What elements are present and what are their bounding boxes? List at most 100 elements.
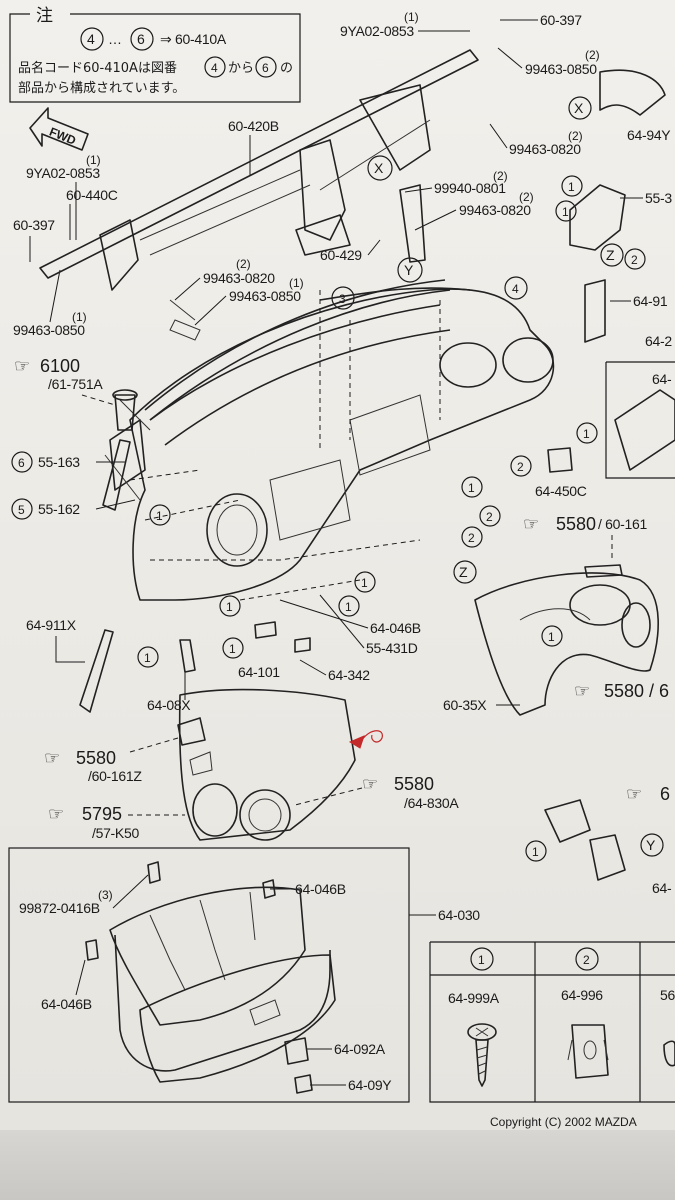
- ref-5580-a: 5580: [556, 514, 596, 534]
- table-header-1: 1: [478, 953, 485, 967]
- ref-5795: 5795: [82, 804, 122, 824]
- label-64-91: 64-91: [633, 293, 668, 309]
- callout-z-d: Z: [459, 564, 468, 580]
- label-64-lr: 64-: [652, 880, 672, 896]
- table-header-2: 2: [583, 953, 590, 967]
- qty-99463-0820-top: (2): [568, 129, 583, 143]
- meter-hood: [474, 572, 659, 716]
- label-64-046b-mid: 64-046B: [370, 620, 421, 636]
- ref-60-161: / 60-161: [598, 516, 647, 532]
- red-pen-annotation: [348, 730, 383, 749]
- label-64-small: 64-: [652, 371, 672, 387]
- ref-5580-c: 5580: [76, 748, 116, 768]
- ref-icon-5580-b: ☞: [574, 681, 590, 701]
- left-mid-labels: ☞ 6100 /61-751A 6 55-163 5 55-162: [11, 356, 136, 520]
- label-99463-0850-left: 99463-0850: [13, 322, 85, 338]
- note-ref-to: 6: [262, 61, 269, 75]
- label-64-911x: 64-911X: [26, 617, 77, 633]
- mid-labels: (2) 99940-0801 (2) 99463-0820 60-429 (2)…: [174, 155, 534, 326]
- qty-99872-0416b: (3): [98, 888, 113, 902]
- clip-icon: [567, 1024, 609, 1079]
- ref-labels-lower: ☞ 5580 /60-161Z ☞ 5580 /64-830A ☞ 5795 /…: [44, 737, 672, 896]
- label-9ya02-0853-top: 9YA02-0853: [340, 23, 414, 39]
- ref-icon-5795: ☞: [48, 804, 64, 824]
- instrument-panel-member: [39, 49, 479, 341]
- table-part-2: 64-996: [561, 987, 603, 1003]
- ref-64-830a: /64-830A: [404, 795, 459, 811]
- callout-1-ru-a: 1: [568, 180, 575, 194]
- note-ref-from: 4: [211, 61, 218, 75]
- lower-left-labels: 64-911X 1 1 64-046B 55-431D 64-101 64-34…: [26, 594, 421, 713]
- ref-icon-5580-d: ☞: [362, 774, 378, 794]
- callout-1-d1: 1: [583, 427, 590, 441]
- top-labels: (1) 9YA02-0853 60-397 (2) 99463-0850 64-…: [228, 10, 672, 175]
- qty-99463-0850-left: (1): [72, 310, 87, 324]
- callout-1-ll-b: 1: [229, 642, 236, 656]
- label-60-397-left: 60-397: [13, 217, 55, 233]
- label-64-450c: 64-450C: [535, 483, 587, 499]
- label-64-030: 64-030: [438, 907, 480, 923]
- callout-2-ru: 2: [631, 253, 638, 267]
- copyright-notice: Copyright (C) 2002 MAZDA: [490, 1115, 637, 1129]
- left-labels: (1) 9YA02-0853 60-440C 60-397 (1) 99463-…: [13, 153, 118, 338]
- qty-9ya02-top: (1): [404, 10, 419, 24]
- callout-1-rm: 1: [548, 630, 555, 644]
- label-64-09y: 64-09Y: [348, 1077, 392, 1093]
- qty-99940-0801: (2): [493, 169, 508, 183]
- note-ellipsis: …: [108, 31, 122, 47]
- note-title: 注: [36, 6, 53, 26]
- label-64-046b-box-left: 64-046B: [41, 996, 92, 1012]
- ref-60-161z: /60-161Z: [88, 768, 142, 784]
- ref-icon-5580-a: ☞: [523, 514, 539, 534]
- callout-2-d2: 2: [486, 510, 493, 524]
- ref-6100: 6100: [40, 356, 80, 376]
- callout-2-d1: 2: [517, 460, 524, 474]
- lower-panel: [177, 688, 356, 841]
- note-text-a: 品名コード60-410Aは図番: [18, 60, 177, 76]
- callout-4: 4: [512, 282, 519, 296]
- ref-6-right: 6: [660, 784, 670, 804]
- label-99463-0820-low: 99463-0820: [203, 270, 275, 286]
- label-99463-0850-top: 99463-0850: [525, 61, 597, 77]
- ref-icon-6-right: ☞: [626, 784, 642, 804]
- callout-1-d6: 1: [226, 600, 233, 614]
- side-parts-left: [79, 389, 311, 713]
- label-99463-0850-low: 99463-0850: [229, 288, 301, 304]
- ref-5580-d: 5580: [394, 774, 434, 794]
- label-64-101: 64-101: [238, 664, 280, 680]
- qty-99463-0820-low: (2): [236, 257, 251, 271]
- callout-z-ru: Z: [606, 247, 615, 263]
- label-64-2: 64-2: [645, 333, 672, 349]
- note-box: 注 4 … 6 ⇒ 60-410A 品名コード60-410Aは図番 4 から 6…: [9, 6, 301, 103]
- label-60-35x: 60-35X: [443, 697, 487, 713]
- right-mid-labels: ☞ 5580 / 60-161 1 60-35X ☞ 5580 / 6: [443, 514, 669, 713]
- ref-57-k50: /57-K50: [92, 825, 139, 841]
- label-60-397-top: 60-397: [540, 12, 582, 28]
- qty-99463-0820-mid: (2): [519, 190, 534, 204]
- ref-icon-6100: ☞: [14, 356, 30, 376]
- lower-right-parts: [544, 799, 626, 881]
- right-upper-labels: 1 1 55-3 Z 2 64-91 64-2 64-: [555, 175, 675, 479]
- exploded-parts-diagram: 注 4 … 6 ⇒ 60-410A 品名コード60-410Aは図番 4 から 6…: [8, 6, 675, 1129]
- label-64-092a: 64-092A: [334, 1041, 386, 1057]
- label-9ya02-0853-left: 9YA02-0853: [26, 165, 100, 181]
- label-64-94y: 64-94Y: [627, 127, 671, 143]
- table-part-1: 64-999A: [448, 990, 500, 1006]
- label-55-163: 55-163: [38, 454, 80, 470]
- fwd-arrow-icon: FWD: [29, 107, 89, 151]
- callout-1-lr: 1: [532, 845, 539, 859]
- dashboard-panel: [104, 288, 555, 601]
- callout-1-d5: 1: [345, 600, 352, 614]
- callout-1-d2: 1: [468, 481, 475, 495]
- label-60-420b: 60-420B: [228, 118, 279, 134]
- fastener-table: 1 2 64-999A 64-996 56: [429, 941, 675, 1103]
- table-shadow-area: [0, 1130, 675, 1200]
- label-60-440c: 60-440C: [66, 187, 118, 203]
- note-ref-start: 4: [87, 31, 95, 47]
- screw-icon: [467, 1023, 497, 1087]
- callout-y-mid: Y: [404, 262, 414, 278]
- glove-box-frame: 64-030 (3) 99872-0416B 64-046B 64-046B 6…: [8, 847, 481, 1103]
- label-64-342: 64-342: [328, 667, 370, 683]
- note-text-b: から: [228, 61, 254, 76]
- partial-fastener-icon: [663, 1040, 675, 1067]
